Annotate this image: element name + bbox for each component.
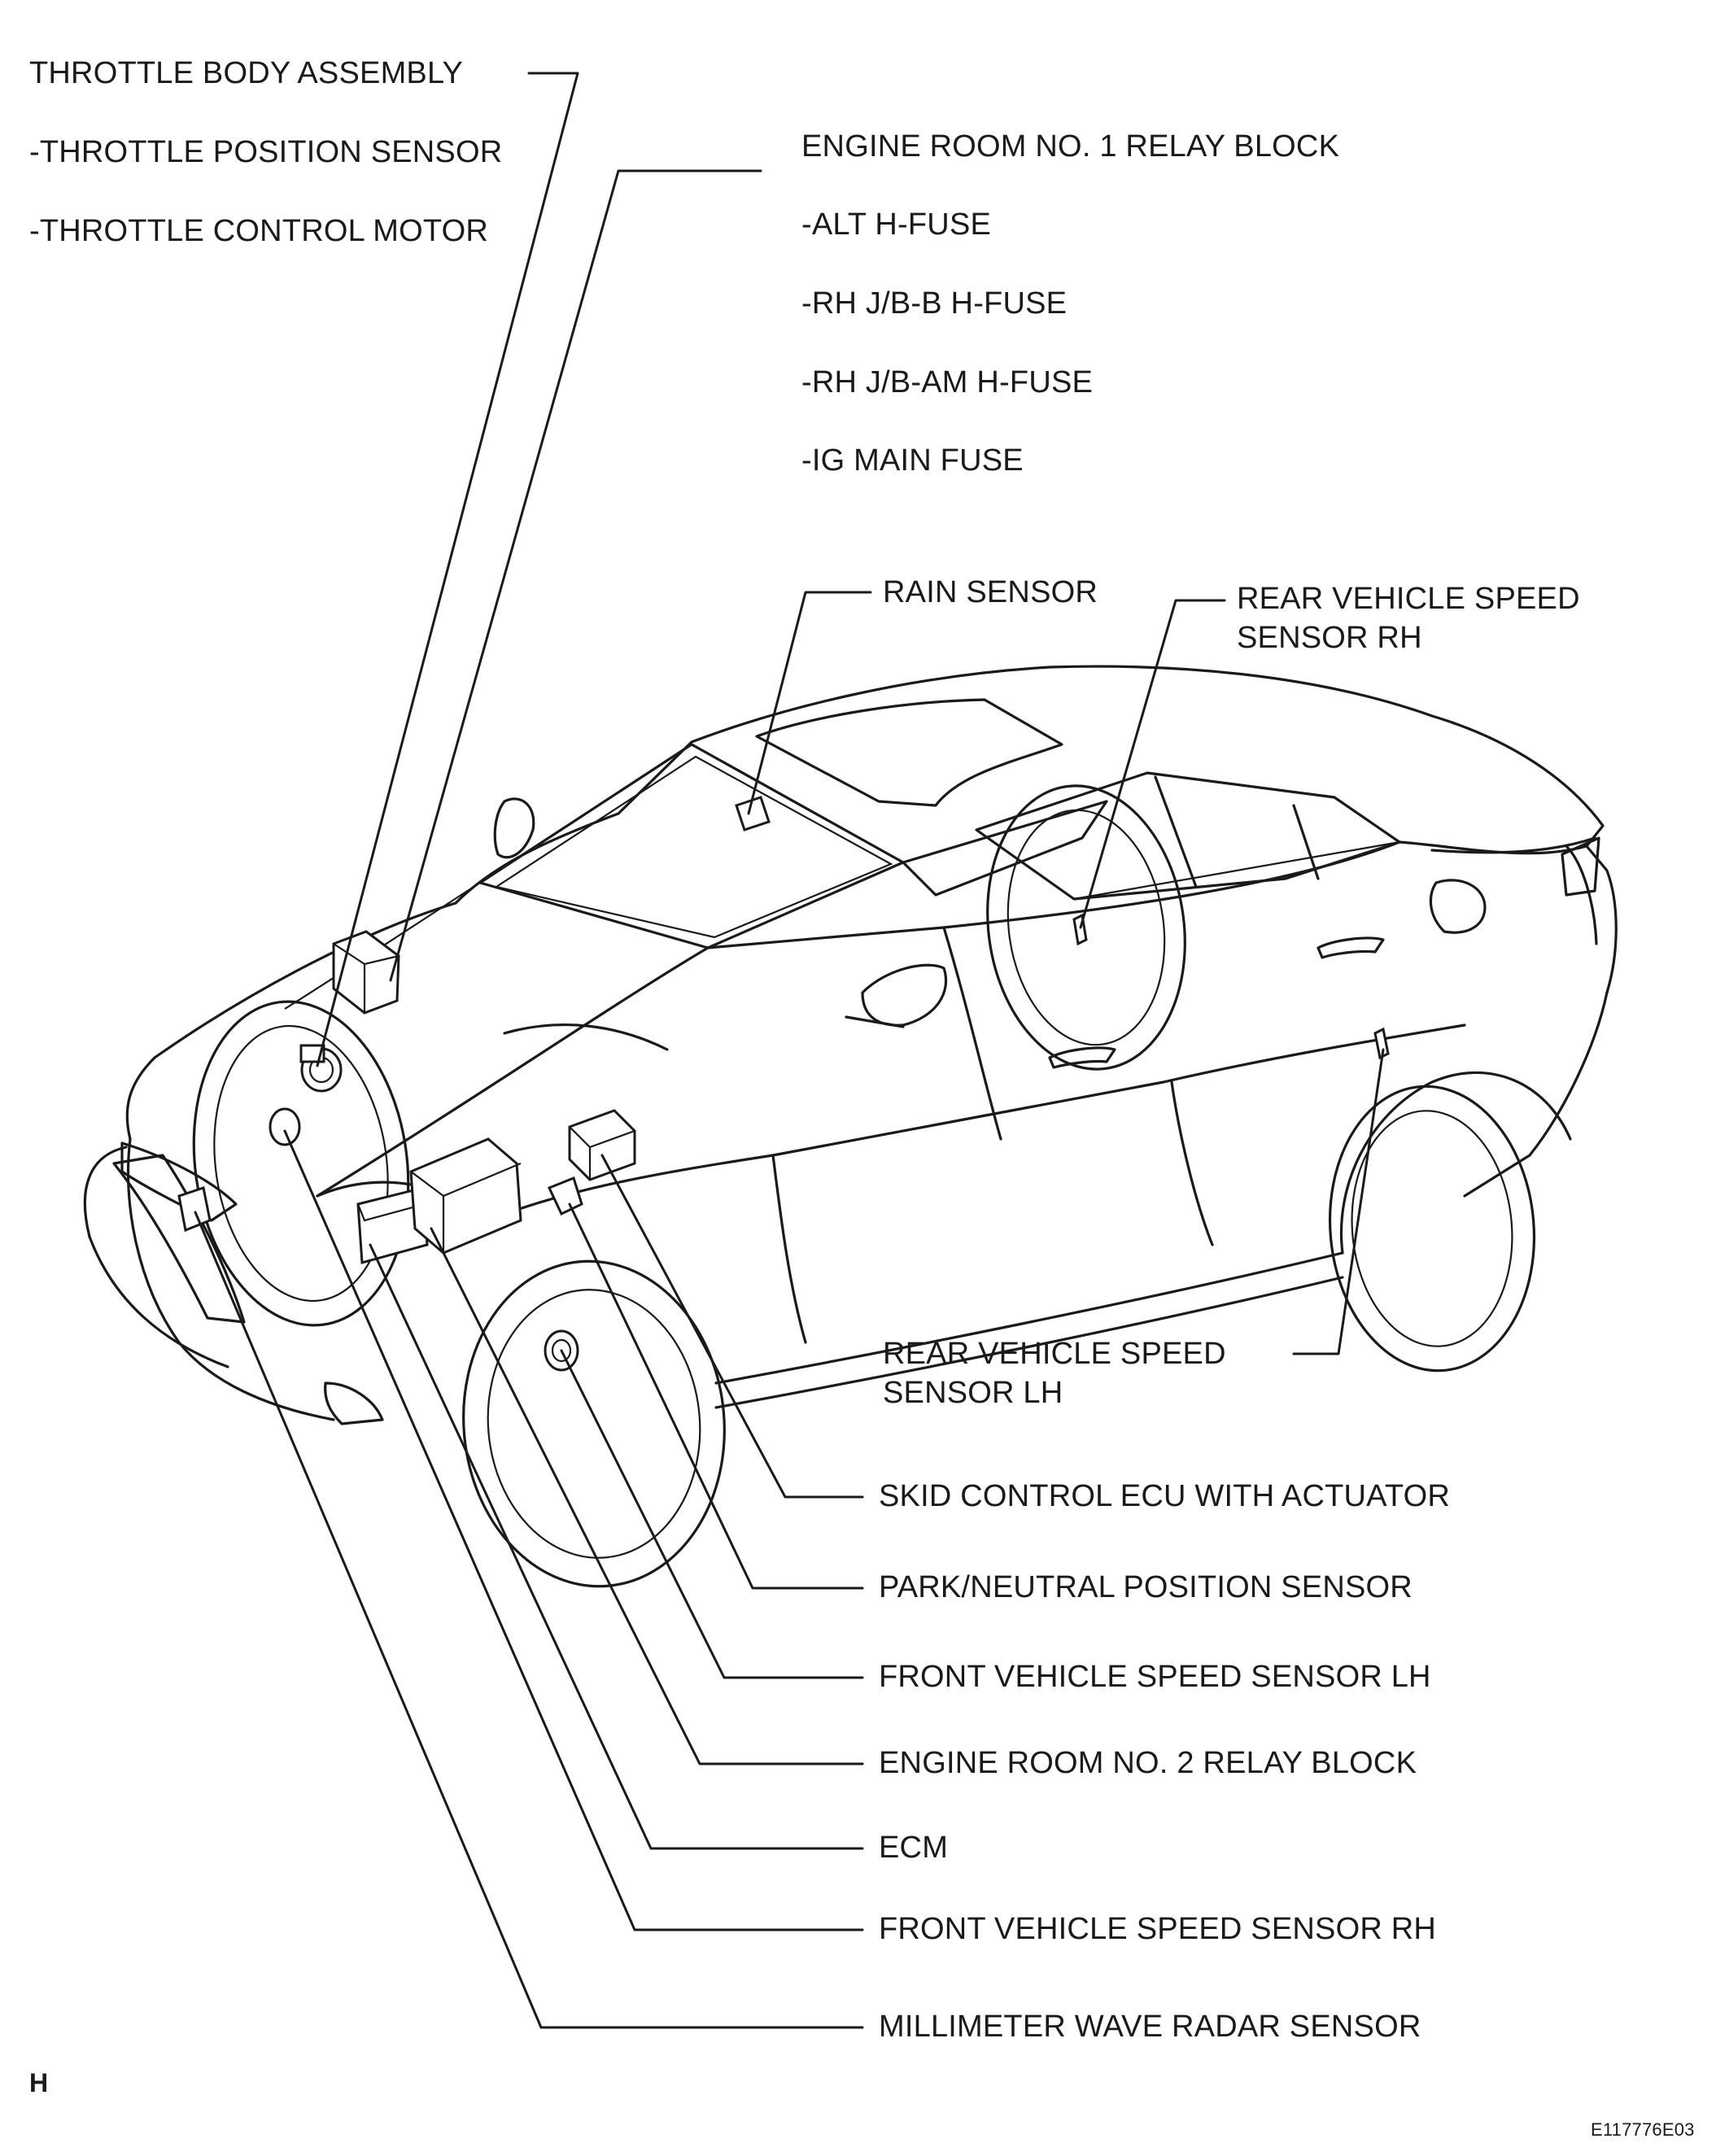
- radar-sensor-part: [177, 1186, 212, 1233]
- label-relay-block-2: ENGINE ROOM NO. 2 RELAY BLOCK: [879, 1746, 1417, 1780]
- leader-ecm: [369, 1243, 864, 1850]
- label-front-speed-lh: FRONT VEHICLE SPEED SENSOR LH: [879, 1660, 1431, 1694]
- label-rear-speed-lh-line1: REAR VEHICLE SPEED: [883, 1337, 1226, 1371]
- front-speed-rh-part: [269, 1107, 301, 1146]
- leader-throttle-body: [316, 72, 579, 1067]
- label-park-neutral: PARK/NEUTRAL POSITION SENSOR: [879, 1570, 1413, 1604]
- label-rh-jb-am-fuse: -RH J/B-AM H-FUSE: [801, 365, 1094, 399]
- label-throttle-body: THROTTLE BODY ASSEMBLY: [29, 56, 464, 90]
- label-ig-main-fuse: -IG MAIN FUSE: [801, 443, 1024, 478]
- label-skid-ecu: SKID CONTROL ECU WITH ACTUATOR: [879, 1479, 1451, 1513]
- label-rear-speed-rh-line1: REAR VEHICLE SPEED: [1237, 582, 1580, 616]
- leader-rear-speed-lh: [1292, 1048, 1385, 1355]
- rear-speed-rh-part: [1072, 913, 1088, 946]
- leader-rear-speed-rh: [1079, 599, 1226, 929]
- label-rh-jb-b-fuse: -RH J/B-B H-FUSE: [801, 286, 1068, 321]
- leader-skid-ecu: [600, 1154, 864, 1499]
- relay-block-1-part: [332, 930, 400, 1015]
- skid-ecu-part: [568, 1109, 636, 1181]
- label-radar-sensor: MILLIMETER WAVE RADAR SENSOR: [879, 2010, 1421, 2044]
- ecm-part: [409, 1137, 522, 1255]
- leader-lines: [194, 72, 1385, 2029]
- relay-block-2-part: [356, 1186, 429, 1264]
- wheels: [192, 784, 1536, 1588]
- leader-front-speed-lh: [560, 1349, 864, 1679]
- leader-relay-block-1: [389, 169, 762, 982]
- label-throttle-motor: -THROTTLE CONTROL MOTOR: [29, 214, 489, 248]
- corner-mark: H: [29, 2068, 49, 2097]
- rear-speed-lh-part: [1373, 1027, 1390, 1060]
- leader-park-neutral: [568, 1202, 864, 1590]
- leader-relay-block-2: [430, 1227, 864, 1765]
- label-rain-sensor: RAIN SENSOR: [883, 575, 1098, 609]
- label-rear-speed-lh-line2: SENSOR LH: [883, 1376, 1063, 1410]
- figure-code: E117776E03: [1591, 2119, 1695, 2140]
- park-neutral-part: [547, 1176, 583, 1216]
- leader-front-speed-rh: [283, 1129, 864, 1931]
- label-front-speed-rh: FRONT VEHICLE SPEED SENSOR RH: [879, 1912, 1437, 1946]
- label-ecm: ECM: [879, 1831, 949, 1865]
- label-rear-speed-rh-line2: SENSOR RH: [1237, 621, 1422, 655]
- label-throttle-position: -THROTTLE POSITION SENSOR: [29, 135, 503, 169]
- components: [177, 796, 1390, 1372]
- label-alt-fuse: -ALT H-FUSE: [801, 207, 992, 242]
- leader-rain-sensor: [747, 591, 872, 815]
- label-relay-block-1: ENGINE ROOM NO. 1 RELAY BLOCK: [801, 129, 1340, 164]
- leader-radar-sensor: [194, 1211, 864, 2029]
